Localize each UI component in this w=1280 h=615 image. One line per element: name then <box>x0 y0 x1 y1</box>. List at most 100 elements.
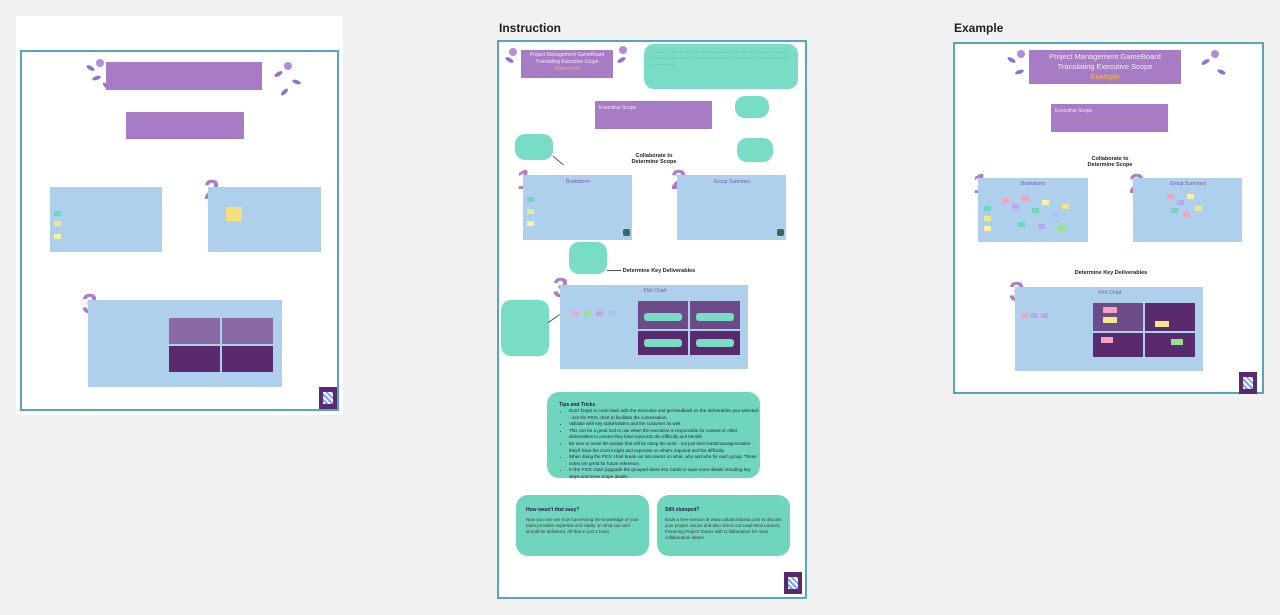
sticky-note[interactable] <box>54 234 61 239</box>
tip-item: When doing the PICK chart break out into… <box>569 454 759 467</box>
sticky-note[interactable] <box>984 216 991 221</box>
sticky-note[interactable] <box>1042 200 1049 205</box>
sticky-note[interactable] <box>584 311 591 316</box>
pick-quadrant[interactable] <box>222 346 273 372</box>
example-title-banner[interactable]: Project Management GameBoard Translating… <box>1029 50 1181 84</box>
flower-icon <box>1017 50 1025 58</box>
sticky-note[interactable] <box>527 197 534 202</box>
sticky-note[interactable] <box>1195 206 1202 211</box>
determine-heading: Determine Key Deliverables <box>622 268 696 274</box>
leaf-icon <box>291 78 302 86</box>
pick-quadrant-implement[interactable] <box>690 301 740 329</box>
connector-arrow <box>607 270 621 272</box>
sticky-note[interactable] <box>1183 212 1190 217</box>
example-brainstorm-area[interactable]: Brainstorm <box>978 178 1088 242</box>
pick-quadrant[interactable] <box>169 346 220 372</box>
introduction-note[interactable]: · · · · · · · · · · · · · · · · · · · · … <box>644 44 798 89</box>
template-board[interactable]: 2 3 <box>20 50 339 411</box>
sticky-note[interactable] <box>984 226 991 231</box>
sticky-note[interactable] <box>1167 194 1174 199</box>
sticky-note[interactable] <box>608 311 615 316</box>
sticky-note[interactable] <box>1101 337 1113 343</box>
instruction-exec-scope-box[interactable]: Executive Scope <box>595 101 712 129</box>
instruction-group-summary-area[interactable]: Group Summary <box>677 175 786 240</box>
sticky-note[interactable] <box>527 209 534 214</box>
flower-icon <box>509 48 517 56</box>
sticky-note[interactable] <box>1018 222 1025 227</box>
sticky-note[interactable] <box>226 207 242 221</box>
sticky-note[interactable] <box>1171 339 1183 345</box>
step-note-exec[interactable] <box>735 96 769 118</box>
sticky-note[interactable] <box>1052 212 1059 217</box>
step-note-1[interactable] <box>515 134 553 160</box>
title-line-1: Project Management GameBoard <box>1049 52 1161 61</box>
example-board[interactable]: Project Management GameBoard Translating… <box>953 42 1264 394</box>
sticky-note[interactable] <box>1002 198 1009 203</box>
template-group-summary-area[interactable] <box>208 187 321 252</box>
sticky-note[interactable] <box>596 311 603 316</box>
sticky-note[interactable] <box>527 221 534 226</box>
timer-icon <box>777 229 784 236</box>
sticky-note[interactable] <box>1031 313 1038 318</box>
tips-panel[interactable]: Tips and Tricks Don't forget to circle b… <box>547 392 760 481</box>
leaf-icon <box>1014 68 1025 76</box>
quadrant-note[interactable] <box>696 313 734 321</box>
instruction-pick-area[interactable]: Pick Chart <box>560 285 748 369</box>
example-exec-scope-box[interactable]: Executive Scope · · · · · · · · · · · · … <box>1051 104 1168 132</box>
sticky-note[interactable] <box>1012 204 1019 209</box>
connector-arrow <box>547 314 561 324</box>
tips-list: Don't forget to circle back with the exe… <box>559 408 759 481</box>
quadrant-note[interactable] <box>696 339 734 347</box>
example-pick-area[interactable]: Pick Chart <box>1015 287 1203 371</box>
sticky-note[interactable] <box>1058 226 1065 231</box>
pick-quadrant-challenge[interactable] <box>1093 333 1143 357</box>
sticky-note[interactable] <box>572 311 579 316</box>
sticky-note[interactable] <box>1103 317 1117 323</box>
step-note-3[interactable] <box>501 300 549 356</box>
flower-icon <box>284 62 292 70</box>
instruction-brainstorm-area[interactable]: Brainstorm <box>523 175 632 240</box>
flower-icon <box>619 46 627 54</box>
template-exec-scope-box[interactable] <box>126 112 244 139</box>
sticky-note[interactable] <box>984 206 991 211</box>
stumped-panel[interactable]: Still stumped? Book a free session at ww… <box>657 495 790 556</box>
instruction-board[interactable]: Project Management GameBoard Translating… <box>497 40 807 599</box>
pick-quadrant-possible[interactable] <box>1093 303 1143 331</box>
sticky-note[interactable] <box>1103 307 1117 313</box>
sticky-note[interactable] <box>1062 204 1069 209</box>
tip-item: Validate with key stakeholders and the c… <box>569 421 759 428</box>
quadrant-note[interactable] <box>644 313 682 321</box>
pick-quadrant-kill[interactable] <box>690 331 740 355</box>
collab-heading: Collaborate to Determine Scope <box>1087 156 1133 168</box>
sticky-note[interactable] <box>1032 208 1039 213</box>
quadrant-note[interactable] <box>644 339 682 347</box>
tips-title: Tips and Tricks <box>559 402 596 408</box>
example-group-summary-area[interactable]: Group Summary <box>1133 178 1242 242</box>
sticky-note[interactable] <box>54 221 61 226</box>
template-pick-area[interactable] <box>88 300 282 387</box>
pick-quadrant-possible[interactable] <box>638 301 688 329</box>
easy-panel[interactable]: How wasn't that easy? Now you can see ho… <box>516 495 649 556</box>
pick-quadrant[interactable] <box>169 318 220 344</box>
step-note-2[interactable] <box>737 138 773 162</box>
sticky-note[interactable] <box>54 211 61 216</box>
instruction-title-banner[interactable]: Project Management GameBoard Translating… <box>521 50 613 78</box>
template-title-banner[interactable] <box>106 62 262 90</box>
leaf-icon <box>616 56 627 64</box>
sticky-note[interactable] <box>1022 196 1029 201</box>
sticky-note[interactable] <box>1038 224 1045 229</box>
sticky-note[interactable] <box>1155 321 1169 327</box>
sticky-note[interactable] <box>1177 200 1184 205</box>
sticky-note[interactable] <box>1187 194 1194 199</box>
sticky-note[interactable] <box>1171 208 1178 213</box>
group-summary-label: Group Summary <box>713 179 751 185</box>
pick-quadrant-kill[interactable] <box>1145 333 1195 357</box>
template-brainstorm-area[interactable] <box>50 187 162 252</box>
step-note-pick[interactable] <box>569 242 607 274</box>
sticky-note[interactable] <box>1041 313 1048 318</box>
pick-quadrant-implement[interactable] <box>1145 303 1195 331</box>
pick-quadrant-challenge[interactable] <box>638 331 688 355</box>
determine-heading: Determine Key Deliverables <box>1074 270 1148 276</box>
pick-quadrant[interactable] <box>222 318 273 344</box>
sticky-note[interactable] <box>1021 313 1028 318</box>
